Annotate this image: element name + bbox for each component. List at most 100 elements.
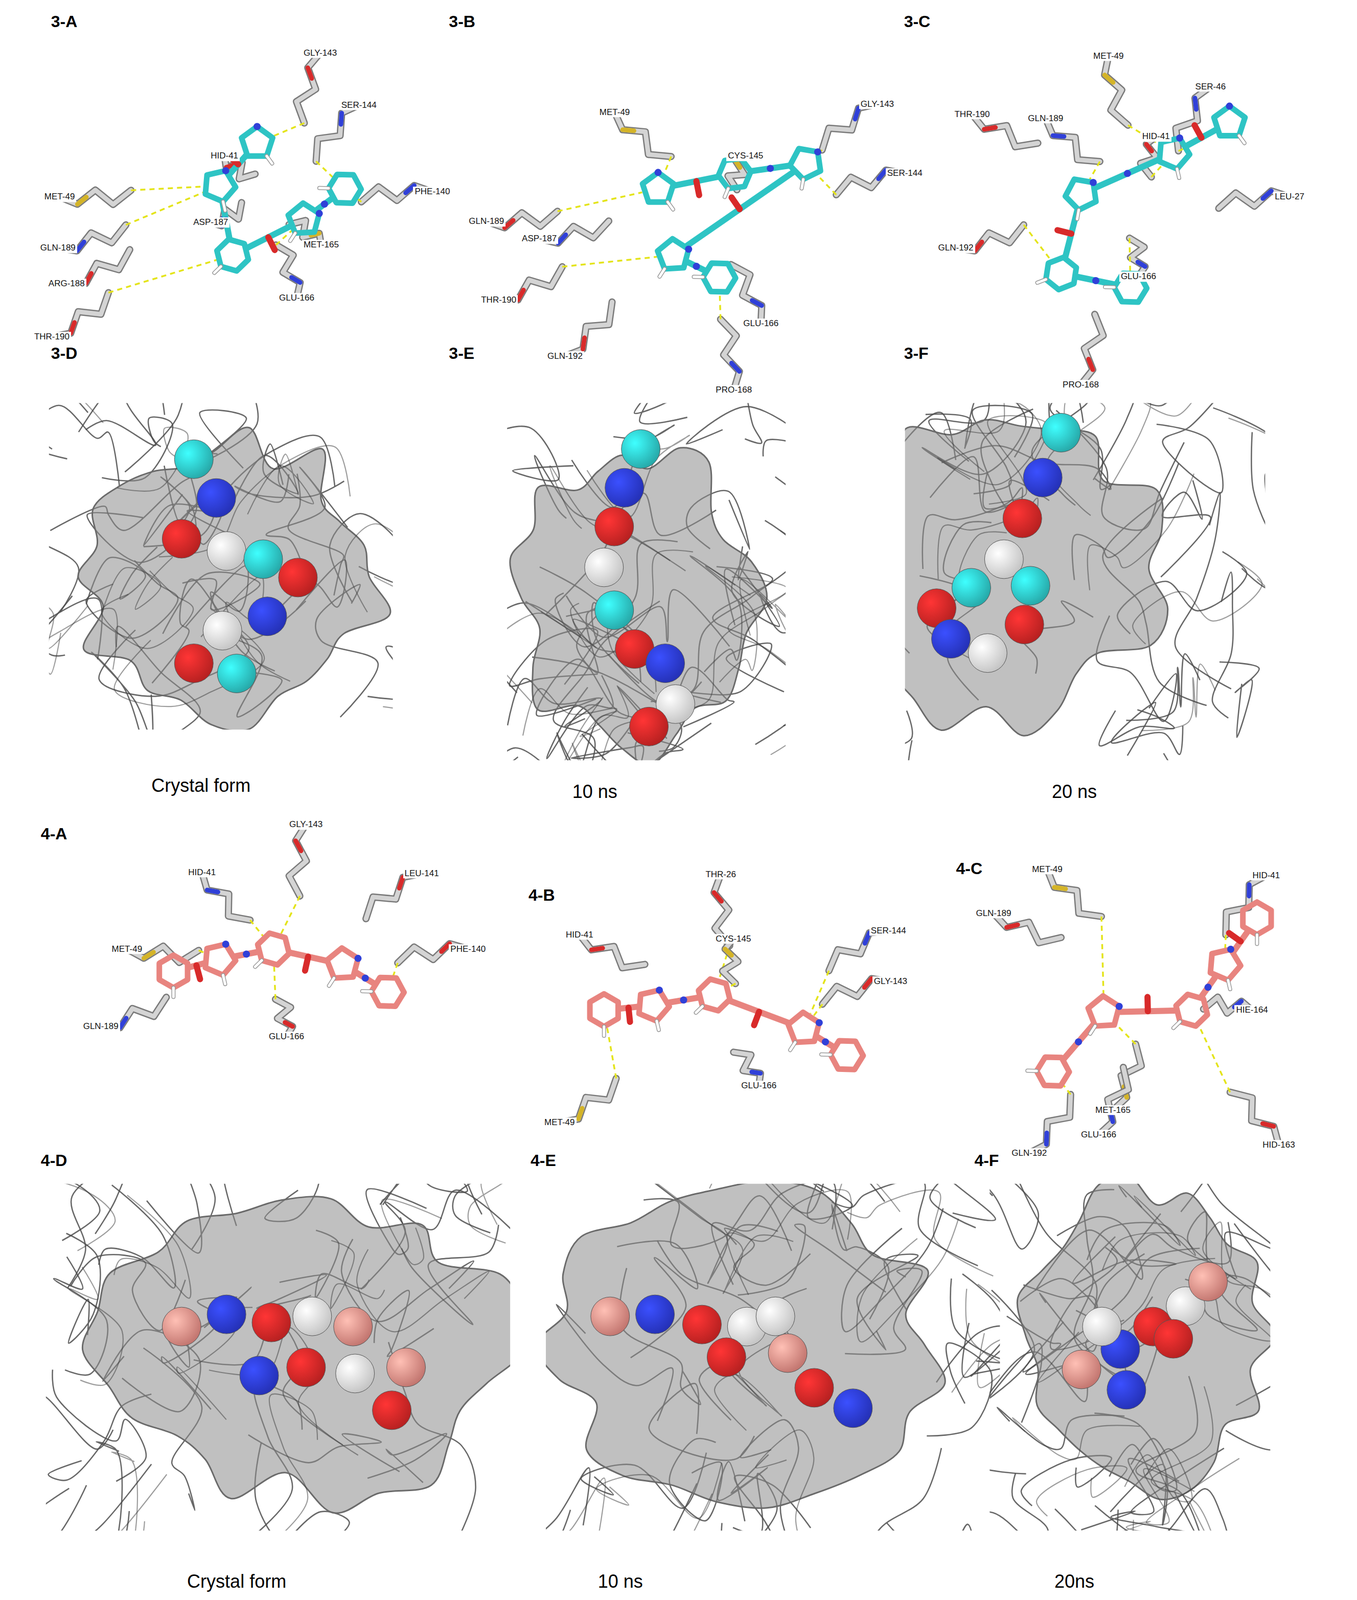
protein-backbone (686, 406, 786, 457)
panel-label: 4-C (955, 859, 983, 879)
carbonyl-oxygen (1057, 230, 1072, 234)
residue-stick (1081, 314, 1104, 385)
residue-label: MET-49 (110, 944, 145, 955)
hydrogen-bond (817, 174, 837, 195)
protein-backbone (711, 403, 762, 444)
residue-stick-outline (1104, 56, 1129, 126)
ligand-ring (371, 977, 405, 1006)
hydrogen-bond (1115, 1023, 1136, 1045)
residue-stick-outline (1081, 314, 1104, 385)
protein-backbone (49, 405, 120, 487)
atom-sphere (162, 1306, 201, 1346)
atom-sphere (682, 1304, 722, 1344)
ring-nitrogen (222, 167, 230, 175)
atom-tip (207, 889, 218, 892)
protein-backbone (101, 570, 194, 649)
protein-backbone (1012, 1417, 1140, 1460)
hydrogen-atom-outline (255, 960, 262, 968)
protein-backbone (49, 594, 88, 649)
protein-backbone (989, 1473, 1049, 1531)
protein-backbone (966, 1288, 1001, 1388)
time-caption: 10 ns (572, 780, 618, 802)
atom-sphere (590, 1296, 630, 1336)
residue-label: GLU-166 (1119, 271, 1158, 282)
hydrogen-bond (315, 161, 333, 178)
ligand-bond (1063, 1024, 1094, 1059)
protein-backbone (1151, 1386, 1220, 1531)
residue-label: GLY-143 (872, 976, 909, 987)
protein-backbone (727, 576, 786, 755)
hydrogen-bond (1225, 934, 1226, 949)
carbonyl-oxygen (628, 1007, 631, 1022)
amide-nitrogen (361, 974, 370, 982)
residue-label: HIE-164 (1234, 1004, 1270, 1016)
ligand-bond (316, 198, 332, 210)
protein-backbone (345, 523, 394, 613)
hydrogen-atom-outline (1177, 169, 1180, 179)
protein-backbone (905, 740, 948, 761)
residue-label: GLU-166 (741, 318, 780, 329)
atom-tip (558, 234, 566, 243)
protein-backbone (1036, 1465, 1127, 1516)
hydrogen-bond (280, 895, 300, 935)
time-caption: 10 ns (598, 1570, 643, 1592)
hydrogen-atom (1105, 285, 1115, 289)
hydrogen-bond (606, 1026, 616, 1079)
ligand-ring (159, 954, 188, 988)
surface-panel (46, 1183, 511, 1531)
protein-backbone (256, 1393, 318, 1531)
ligand-ring (1243, 902, 1272, 935)
time-caption: Crystal form (151, 774, 251, 796)
panel-label: 4-D (40, 1151, 68, 1170)
protein-backbone (1102, 1196, 1196, 1271)
hydrogen-atom-outline (693, 274, 703, 280)
hydrogen-atom (667, 201, 674, 210)
protein-backbone (1175, 492, 1232, 689)
residue-label: GLN-192 (545, 351, 585, 362)
protein-backbone (209, 1327, 359, 1456)
protein-backbone (101, 557, 173, 615)
hydrogen-atom-outline (1105, 284, 1115, 290)
residue-stick-outline (51, 292, 109, 337)
residue-label: MET-49 (1091, 51, 1126, 62)
hydrogen-atom (801, 179, 804, 189)
residue-label: PHE-140 (448, 944, 488, 955)
atom-tip (1246, 884, 1252, 896)
residue-stick (720, 319, 740, 390)
hydrogen-atom (693, 275, 703, 279)
protein-backbone (989, 1183, 1039, 1250)
panel-label: 3-F (904, 343, 929, 363)
surface-panel (545, 1183, 1000, 1531)
atom-tip (582, 337, 585, 350)
ligand-ring (327, 948, 359, 979)
atom-sphere (278, 558, 318, 597)
residue-label: GLU-166 (267, 1031, 306, 1042)
panel-label: 4-F (974, 1151, 999, 1170)
residue-stick-outline (1098, 1067, 1129, 1135)
protein-backbone (989, 1509, 1118, 1531)
residue-label: SER-144 (339, 100, 379, 111)
protein-backbone (775, 439, 786, 511)
residue-stick (1230, 1092, 1279, 1145)
residue-stick (1129, 238, 1146, 277)
ring-nitrogen (222, 940, 230, 948)
panel-label: 4-A (40, 824, 68, 844)
residue-stick-outline (829, 930, 889, 971)
residue-label: ARG-188 (47, 278, 87, 289)
hydrogen-atom-outline (329, 977, 335, 986)
protein-backbone (545, 1509, 571, 1531)
hydrogen-atom-outline (266, 155, 273, 164)
protein-backbone (452, 1183, 491, 1233)
atom-sphere (1062, 1349, 1101, 1389)
hydrogen-atom-outline (1090, 1025, 1096, 1034)
residue-stick (201, 872, 250, 920)
stick-panel (51, 53, 433, 337)
carbonyl-oxygen (305, 956, 309, 971)
stick-panel (100, 824, 469, 1037)
residue-stick-outline (1047, 869, 1102, 917)
hydrogen-atom-outline (667, 201, 674, 210)
atom-tip (77, 241, 85, 251)
residue-label: HID-41 (186, 867, 218, 878)
protein-backbone (507, 747, 565, 761)
